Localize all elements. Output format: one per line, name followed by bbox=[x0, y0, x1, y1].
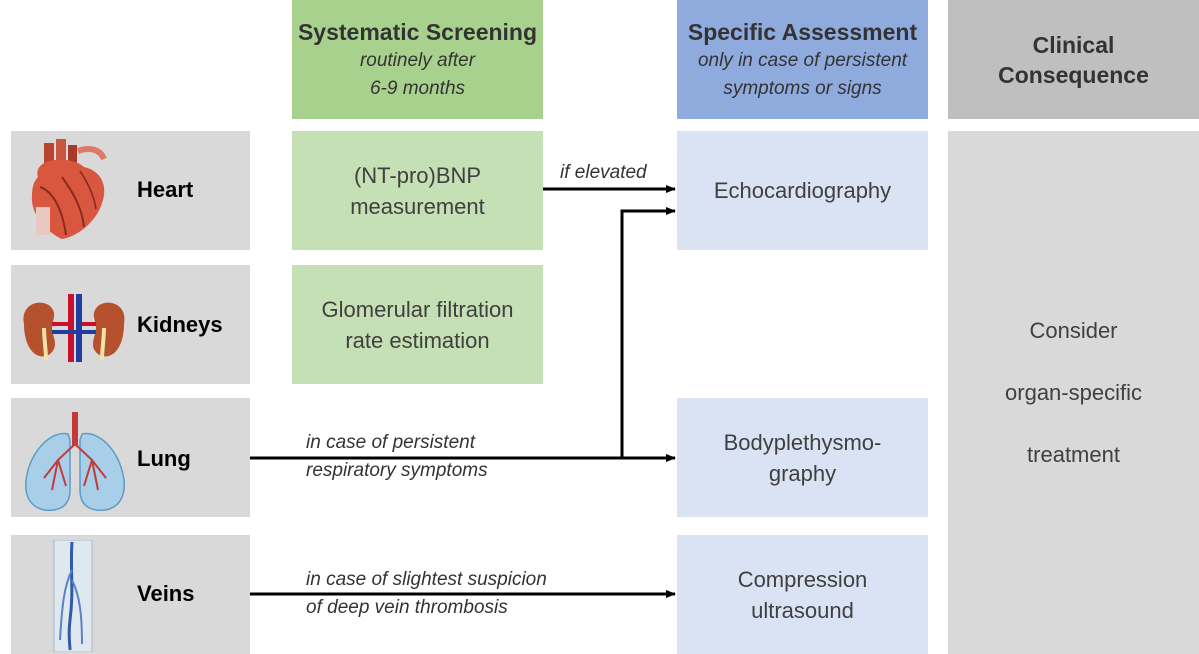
organ-label-kidneys: Kidneys bbox=[137, 312, 223, 337]
screening-header-sub1: routinely after bbox=[359, 49, 476, 71]
note-if-elevated: if elevated bbox=[560, 162, 647, 183]
consequence-line1: Consider bbox=[1029, 317, 1118, 343]
assessment-cell-echo: Echocardiography bbox=[677, 131, 928, 250]
organ-label-lung: Lung bbox=[137, 446, 191, 471]
consequence-header-line1: Clinical bbox=[1032, 31, 1115, 58]
kidneys-organ-icon bbox=[23, 294, 125, 362]
screening-gfr-line2: rate estimation bbox=[345, 327, 490, 353]
consequence-cell: Consider organ-specific treatment bbox=[948, 131, 1199, 654]
heart-organ-icon bbox=[31, 139, 107, 239]
screening-bnp-line2: measurement bbox=[350, 193, 485, 219]
screening-cell-bnp: (NT-pro)BNP measurement bbox=[292, 131, 543, 250]
arrow-lung-to-echo bbox=[620, 207, 676, 458]
screening-cell-gfr: Glomerular filtration rate estimation bbox=[292, 265, 543, 384]
assessment-echo-text: Echocardiography bbox=[713, 178, 892, 203]
screening-header-sub2: 6-9 months bbox=[369, 77, 466, 99]
assessment-cell-body: Bodyplethysmo- graphy bbox=[677, 398, 928, 517]
screening-header: Systematic Screening routinely after 6-9… bbox=[292, 0, 543, 119]
assessment-cell-compression: Compression ultrasound bbox=[677, 535, 928, 654]
screening-gfr-line1: Glomerular filtration bbox=[321, 296, 514, 322]
assessment-header-title: Specific Assessment bbox=[687, 18, 918, 45]
organ-label-heart: Heart bbox=[137, 177, 194, 202]
note-veins-line2: of deep vein thrombosis bbox=[306, 597, 508, 618]
assessment-header: Specific Assessment only in case of pers… bbox=[677, 0, 928, 119]
assessment-body-line2: graphy bbox=[768, 460, 837, 486]
consequence-line3: treatment bbox=[1027, 441, 1120, 467]
consequence-header: Clinical Consequence bbox=[948, 0, 1199, 119]
assessment-header-sub1: only in case of persistent bbox=[697, 49, 908, 71]
lungs-organ-icon bbox=[25, 412, 125, 511]
screening-bnp-line1: (NT-pro)BNP bbox=[353, 162, 482, 188]
assessment-comp-line1: Compression bbox=[737, 566, 868, 592]
note-veins-line1: in case of slightest suspicion bbox=[306, 569, 547, 590]
consequence-line2: organ-specific bbox=[1005, 379, 1142, 405]
veins-organ-icon bbox=[53, 540, 93, 652]
assessment-header-sub2: symptoms or signs bbox=[723, 77, 882, 99]
organ-label-veins: Veins bbox=[137, 581, 195, 606]
note-lung-line1: in case of persistent bbox=[306, 432, 475, 453]
organ-row-veins bbox=[11, 535, 250, 654]
screening-header-title: Systematic Screening bbox=[297, 18, 538, 45]
assessment-comp-line2: ultrasound bbox=[751, 597, 854, 623]
note-lung-line2: respiratory symptoms bbox=[306, 460, 488, 481]
assessment-body-line1: Bodyplethysmo- bbox=[723, 429, 882, 455]
consequence-header-line2: Consequence bbox=[998, 61, 1149, 88]
